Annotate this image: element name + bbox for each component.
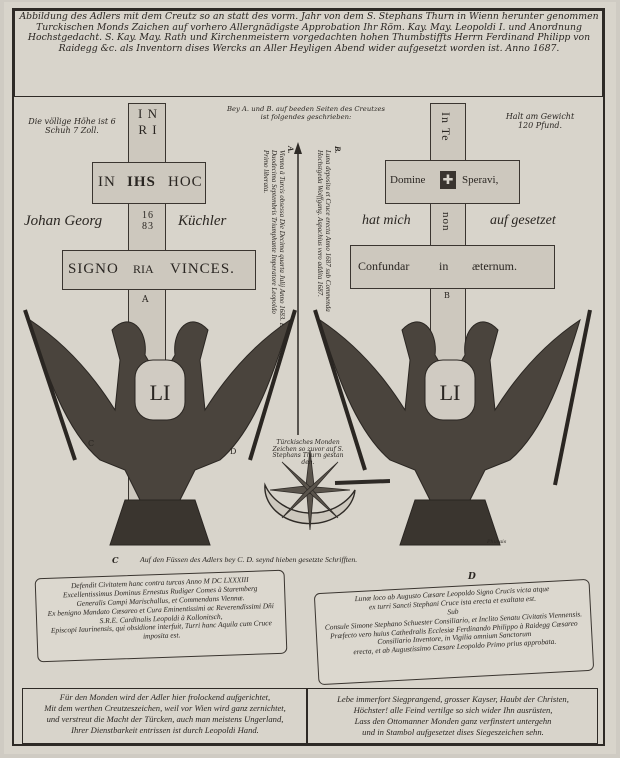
maker-name-last: Küchler <box>178 213 227 229</box>
left-shield-monogram: LI <box>150 380 171 405</box>
star-icon <box>269 449 351 531</box>
arrow-head <box>294 142 302 154</box>
lower-bar-monogram: RIA <box>133 262 154 276</box>
right-cross-top-text: In Te <box>439 112 453 142</box>
verse-line: und in Stambol aufgesetzet dises Siegesz… <box>362 727 544 737</box>
crescent-moon-icon <box>264 482 356 525</box>
maker-phrase-1: hat mich <box>362 213 411 228</box>
verse-line: Höchster! alle Feind vertilge so sich wi… <box>353 705 553 715</box>
weight-note: Halt am Gewicht 120 Pfund. <box>505 112 575 130</box>
upper-bar-in: IN <box>98 174 116 190</box>
a-text: Vienna à Turcis obsessa Die Decima quart… <box>261 150 286 329</box>
moon-caption: Türckisches Monden Zeichen so zuvor auf … <box>272 439 344 467</box>
title-box <box>14 10 603 97</box>
cross-year: 16 83 <box>142 210 154 232</box>
left-cross-lower-bar <box>62 250 256 290</box>
label-d-eagle: D <box>230 447 237 456</box>
verse-line: Für den Monden wird der Adler hier frolo… <box>59 692 271 702</box>
scroll-d: Lunæ loco ab Augusto Cæsare Leopoldo Sig… <box>313 578 595 686</box>
right-lower-in: in <box>439 259 449 273</box>
right-upper-domine: Domine <box>390 174 426 186</box>
right-lower-confundar: Confundar <box>358 259 410 273</box>
right-cross-lower-bar <box>350 245 555 289</box>
verse-line: und verstreut die Macht der Türcken, auc… <box>46 714 284 724</box>
left-cross-upper-bar <box>92 162 206 204</box>
right-upper-speravi: Speravi, <box>462 174 499 186</box>
b-text: Luna deposita et Cruce erecta Anno 1687 … <box>315 150 332 312</box>
scroll-c: Defendit Civitatem hanc contra turcas An… <box>34 569 288 663</box>
label-c-eagle: C <box>88 439 95 448</box>
double-headed-eagles: LI LI <box>23 309 592 546</box>
label-a: A <box>142 295 149 305</box>
verse-line: Ihrer Dienstbarkeit entrissen ist durch … <box>71 725 259 735</box>
right-eagle-icon: LI <box>313 309 592 546</box>
maker-name-first: Johan Georg <box>24 213 103 229</box>
right-shield-monogram: LI <box>440 380 461 405</box>
small-cross-icon: ✚ <box>440 171 456 189</box>
right-cross-non: non <box>440 212 452 232</box>
verse-left: Für den Monden wird der Adler hier frolo… <box>26 692 304 736</box>
feet-caption: Auf den Füssen des Adlers bey C. D. seyn… <box>140 555 358 564</box>
verse-line: Lebe immerfort Siegprangend, grosser Kay… <box>337 694 569 704</box>
title-text: Abbildung des Adlers mit dem Creutz so a… <box>19 11 599 54</box>
verse-divider <box>306 688 308 744</box>
ihs-monogram: IHS <box>127 174 156 190</box>
sword-tip <box>334 479 390 485</box>
right-lower-aeternum: æternum. <box>472 259 517 273</box>
verse-right: Lebe immerfort Siegprangend, grosser Kay… <box>310 694 596 738</box>
verse-box <box>22 688 598 744</box>
left-eagle-icon: LI <box>23 309 297 546</box>
outer-frame <box>12 8 605 746</box>
label-b: B <box>444 291 450 300</box>
inri-text: I N R I <box>138 106 158 138</box>
verse-line: Lass den Ottomanner Monden ganz verfinst… <box>354 716 552 726</box>
verse-line: Mit dem werthen Creutzeszeichen, weil vo… <box>44 703 286 713</box>
b-label: B. <box>333 146 343 154</box>
height-note: Die völlige Höhe ist 6 Schuh 7 Zoll. <box>28 117 116 135</box>
pedestal-signature: Phurais <box>487 539 507 545</box>
a-label: A. <box>286 146 296 154</box>
lower-bar-vinces: VINCES. <box>170 261 235 277</box>
maker-phrase-2: auf gesetzet <box>490 213 556 228</box>
lower-bar-signo: SIGNO <box>68 261 119 277</box>
moon-and-star-drawing <box>264 142 390 531</box>
label-c: C <box>112 555 119 565</box>
ab-note: Bey A. und B. auf beeden Seiten des Creu… <box>226 105 386 121</box>
label-d: D <box>468 572 476 582</box>
upper-bar-hoc: HOC <box>168 174 203 190</box>
